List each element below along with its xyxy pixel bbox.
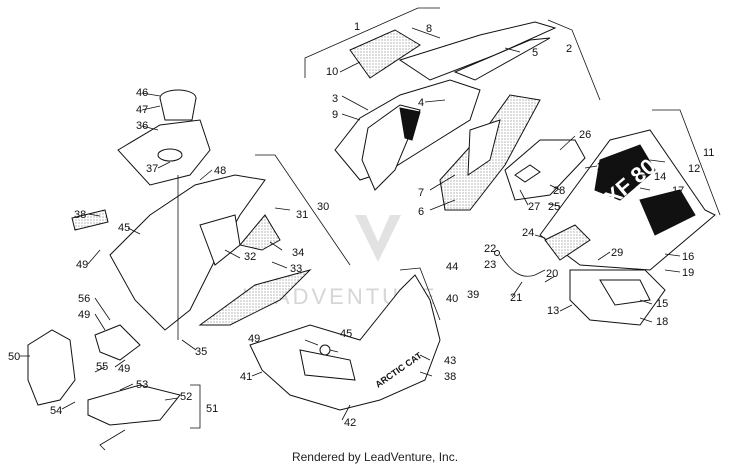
callout: 49 — [76, 259, 88, 271]
callout: 14 — [654, 171, 666, 183]
callout: 9 — [332, 109, 338, 121]
callout: 38 — [444, 371, 456, 383]
lower-left-parts — [27, 324, 201, 451]
callout: 22 — [484, 243, 496, 255]
pad-34 — [239, 214, 281, 251]
callout: 36 — [136, 120, 148, 132]
callout: 50 — [8, 351, 20, 363]
belly-pan-group — [71, 89, 351, 340]
callout: 49 — [78, 309, 90, 321]
callout: 47 — [136, 104, 148, 116]
callout: 48 — [214, 165, 226, 177]
callout: 39 — [467, 289, 479, 301]
callout: 42 — [344, 417, 356, 429]
callout: 1 — [354, 21, 360, 33]
callout: 16 — [682, 251, 694, 263]
callout: 3 — [332, 93, 338, 105]
callout: 49 — [248, 333, 260, 345]
callout: 30 — [317, 201, 329, 213]
callout: 34 — [292, 247, 304, 259]
callout: 27 — [528, 201, 540, 213]
callout: 32 — [244, 251, 256, 263]
callout: 46 — [136, 87, 148, 99]
windshield-pad — [349, 29, 421, 79]
front-bumper — [249, 274, 441, 411]
callout: 17 — [672, 185, 684, 197]
callout: 41 — [240, 371, 252, 383]
callout: 55 — [96, 361, 108, 373]
decal-strip — [71, 209, 109, 231]
callout: 29 — [611, 247, 623, 259]
callout: 54 — [50, 405, 62, 417]
side-panel-group: XF 800 — [494, 109, 721, 326]
callout: 19 — [682, 267, 694, 279]
callout: 43 — [444, 355, 456, 367]
hood-group — [304, 7, 601, 211]
callout: 4 — [418, 97, 424, 109]
callout: 23 — [484, 259, 496, 271]
render-credit: Rendered by LeadVenture, Inc. — [291, 450, 459, 464]
belly-pan — [109, 174, 266, 331]
pad-33 — [198, 269, 312, 326]
leader-lines — [20, 27, 681, 421]
callout: 38 — [74, 209, 86, 221]
callout: 45 — [340, 328, 352, 340]
callout: 56 — [78, 293, 90, 305]
callout: 24 — [522, 227, 534, 239]
bracket-50 — [27, 329, 76, 406]
callout: 5 — [532, 47, 538, 59]
callout: 40 — [446, 293, 458, 305]
callout: 24 — [597, 161, 609, 173]
callout: 12 — [688, 163, 700, 175]
callout: 25 — [548, 201, 560, 213]
callout: 20 — [546, 268, 558, 280]
callout: 11 — [703, 147, 714, 159]
callout: 10 — [326, 66, 338, 78]
bracket-56 — [94, 324, 141, 361]
callout: 2 — [566, 43, 572, 55]
callout: 15 — [656, 298, 668, 310]
callout: 26 — [579, 129, 591, 141]
callout: 49 — [118, 363, 130, 375]
callout: 13 — [547, 305, 559, 317]
callout: 7 — [418, 187, 424, 199]
callout-labels: 1 2 3 4 5 6 7 8 9 10 11 12 13 14 15 16 1… — [8, 21, 714, 429]
callout: 44 — [446, 261, 458, 273]
grommet — [319, 344, 331, 356]
callout: 18 — [656, 316, 668, 328]
callout: 45 — [118, 222, 130, 234]
callout: 51 — [206, 403, 218, 415]
callout: 8 — [426, 23, 432, 35]
callout: 33 — [290, 263, 302, 275]
callout: 31 — [296, 209, 308, 221]
side-cover — [504, 139, 586, 201]
callout: 28 — [553, 185, 565, 197]
callout: 52 — [180, 391, 192, 403]
callout: 35 — [195, 346, 207, 358]
callout: 6 — [418, 206, 424, 218]
hood-strip — [398, 21, 557, 81]
callout: 53 — [136, 379, 148, 391]
callout: 21 — [510, 292, 522, 304]
callout: 37 — [146, 163, 158, 175]
front-bumper-group: ARCTIC CAT — [249, 267, 441, 411]
skid-plate — [87, 384, 181, 426]
